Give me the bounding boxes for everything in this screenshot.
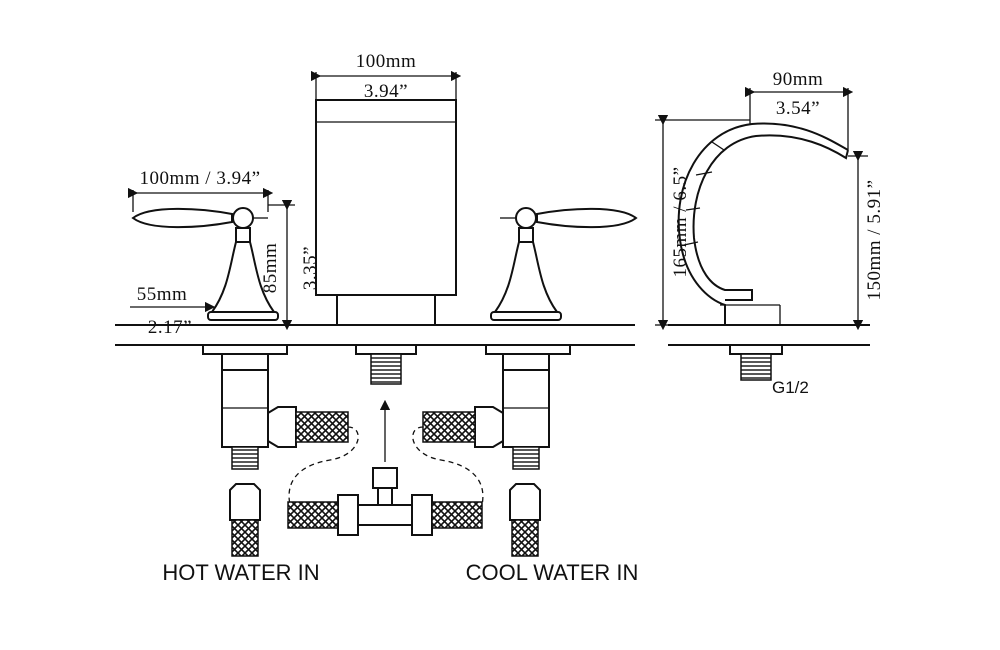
handle-height-dimension: 85mm 3.35” [260,199,321,331]
spout-width-mm-label: 100mm [356,51,417,72]
thread-size-label: G1/2 [772,378,809,397]
deck-surface [115,324,870,346]
reach-in-label: 3.54” [776,98,820,119]
cool-water-in-label: COOL WATER IN [466,560,639,585]
cool-valve-assembly [422,344,571,470]
spout-height-dimension: 165mm / 6.5” [655,114,750,331]
reach-dimension: 90mm 3.54” [744,69,854,150]
hot-valve-assembly [202,344,349,470]
handle-height-mm-label: 85mm [260,243,281,294]
cool-inlet-hose [509,483,541,557]
handle-spread-dimension: 100mm / 3.94” [127,168,274,212]
spout-width-dimension: 100mm 3.94” [310,51,462,102]
reach-mm-label: 90mm [773,69,824,90]
hot-handle [131,207,279,321]
hot-water-in-label: HOT WATER IN [162,560,319,585]
side-outlet-fitting [729,344,783,381]
tee-mixer [287,467,483,536]
base-width-in-label: 2.17” [148,317,192,338]
base-width-dimension: 55mm 2.17” [130,284,216,338]
outlet-height-label: 150mm / 5.91” [864,179,885,300]
hot-inlet-hose [229,483,261,557]
spout-width-in-label: 3.94” [364,81,408,102]
handle-spread-label: 100mm / 3.94” [139,168,260,189]
spout-height-label: 165mm / 6.5” [670,166,691,277]
cool-handle [490,207,638,321]
outlet-height-dimension: 150mm / 5.91” [848,150,885,331]
handle-height-in-label: 3.35” [300,246,321,290]
flow-connectors [288,399,484,506]
base-width-mm-label: 55mm [137,284,188,305]
center-outlet-fitting [355,344,417,385]
center-spout-body [315,99,457,326]
spout-side-profile [677,122,849,325]
